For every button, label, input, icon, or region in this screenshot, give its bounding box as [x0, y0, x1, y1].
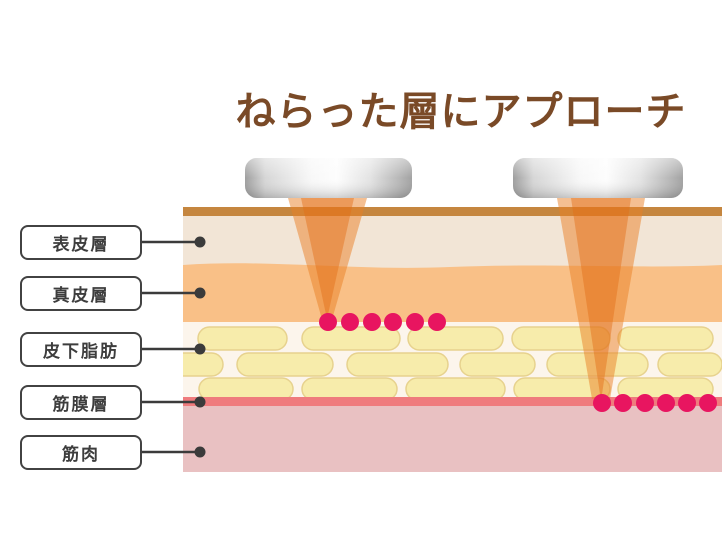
treatment-dot	[699, 394, 717, 412]
fat-cell	[197, 326, 288, 351]
treatment-dot	[678, 394, 696, 412]
fat-cell	[617, 377, 714, 397]
dermis-layer	[183, 263, 722, 322]
label-connectors	[141, 236, 206, 458]
treatment-dot	[363, 313, 381, 331]
fat-cell	[198, 377, 294, 397]
treatment-dot	[657, 394, 675, 412]
beam-1-inner	[301, 198, 354, 319]
label-fascia: 筋膜層	[20, 385, 142, 420]
fat-cell	[657, 352, 722, 377]
treatment-dot	[341, 313, 359, 331]
device-head-2	[513, 158, 683, 198]
muscle-layer	[183, 406, 722, 472]
fat-cells	[183, 326, 722, 397]
fat-cell	[407, 326, 504, 351]
label-dot-2	[194, 287, 206, 299]
target-dots	[319, 313, 717, 412]
fat-cell	[236, 352, 334, 377]
label-dermis-text: 真皮層	[52, 286, 110, 305]
treatment-dot	[319, 313, 337, 331]
device-head-1	[245, 158, 412, 198]
beam-1-outer	[288, 198, 367, 316]
fat-cell	[405, 377, 506, 397]
skin-surface-line	[183, 207, 722, 216]
treatment-dot	[593, 394, 611, 412]
label-fascia-text: 筋膜層	[52, 395, 110, 414]
treatment-dot	[428, 313, 446, 331]
fat-cell	[301, 377, 398, 397]
fat-cell	[183, 352, 224, 377]
page-title: ねらった層にアプローチ	[235, 89, 687, 134]
label-subcutaneous-fat-text: 皮下脂肪	[43, 342, 119, 361]
beam-2-outer	[557, 198, 645, 399]
fat-cell	[459, 352, 536, 377]
label-epidermis: 表皮層	[20, 225, 142, 260]
label-dot-4	[194, 396, 206, 408]
label-muscle: 筋肉	[20, 435, 142, 470]
label-muscle-text: 筋肉	[62, 445, 100, 464]
label-dot-3	[194, 343, 206, 355]
treatment-dot	[614, 394, 632, 412]
treatment-dot	[636, 394, 654, 412]
label-subcutaneous-fat: 皮下脂肪	[20, 332, 142, 367]
fat-cell	[617, 326, 714, 351]
treatment-dot	[384, 313, 402, 331]
label-dot-5	[194, 446, 206, 458]
label-dot-1	[194, 236, 206, 248]
fat-cell	[346, 352, 449, 377]
label-epidermis-text: 表皮層	[52, 235, 110, 254]
treatment-dot	[406, 313, 424, 331]
beam-2-inner	[571, 198, 631, 401]
label-dermis: 真皮層	[20, 276, 142, 311]
fascia-layer	[183, 397, 722, 406]
